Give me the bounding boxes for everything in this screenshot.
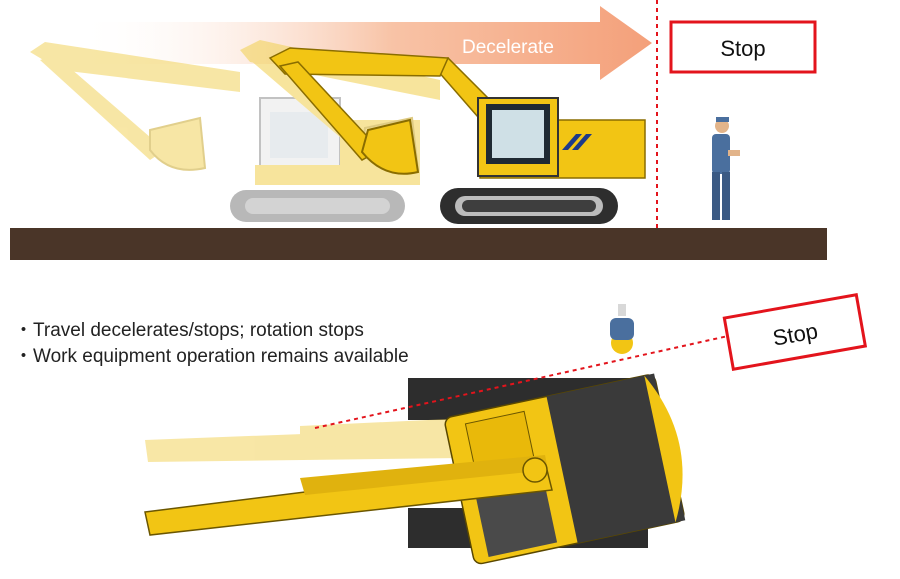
note-travel: ・Travel decelerates/stops; rotation stop… bbox=[14, 320, 364, 341]
excavator-topview bbox=[444, 373, 686, 565]
note-work-equipment: ・Work equipment operation remains availa… bbox=[14, 346, 409, 367]
excavator-main bbox=[268, 47, 646, 224]
worker-side bbox=[712, 117, 740, 220]
excavator-ghost-1 bbox=[30, 42, 240, 171]
ground bbox=[10, 228, 827, 260]
decelerate-label: Decelerate bbox=[462, 37, 554, 58]
worker-top bbox=[610, 304, 634, 354]
arm-ghost bbox=[145, 418, 470, 462]
excavator-ghost-2 bbox=[230, 40, 440, 222]
stop-sign-top bbox=[669, 20, 817, 74]
stop-sign-bottom: Stop bbox=[722, 293, 868, 371]
warning-line bbox=[314, 335, 729, 429]
arm-main bbox=[144, 455, 553, 536]
machine-stripes bbox=[562, 134, 592, 150]
notes-block: ・Travel decelerates/stops; rotation stop… bbox=[14, 318, 409, 370]
stop-label-top: Stop bbox=[720, 36, 765, 61]
decelerate-arrow bbox=[75, 6, 652, 80]
